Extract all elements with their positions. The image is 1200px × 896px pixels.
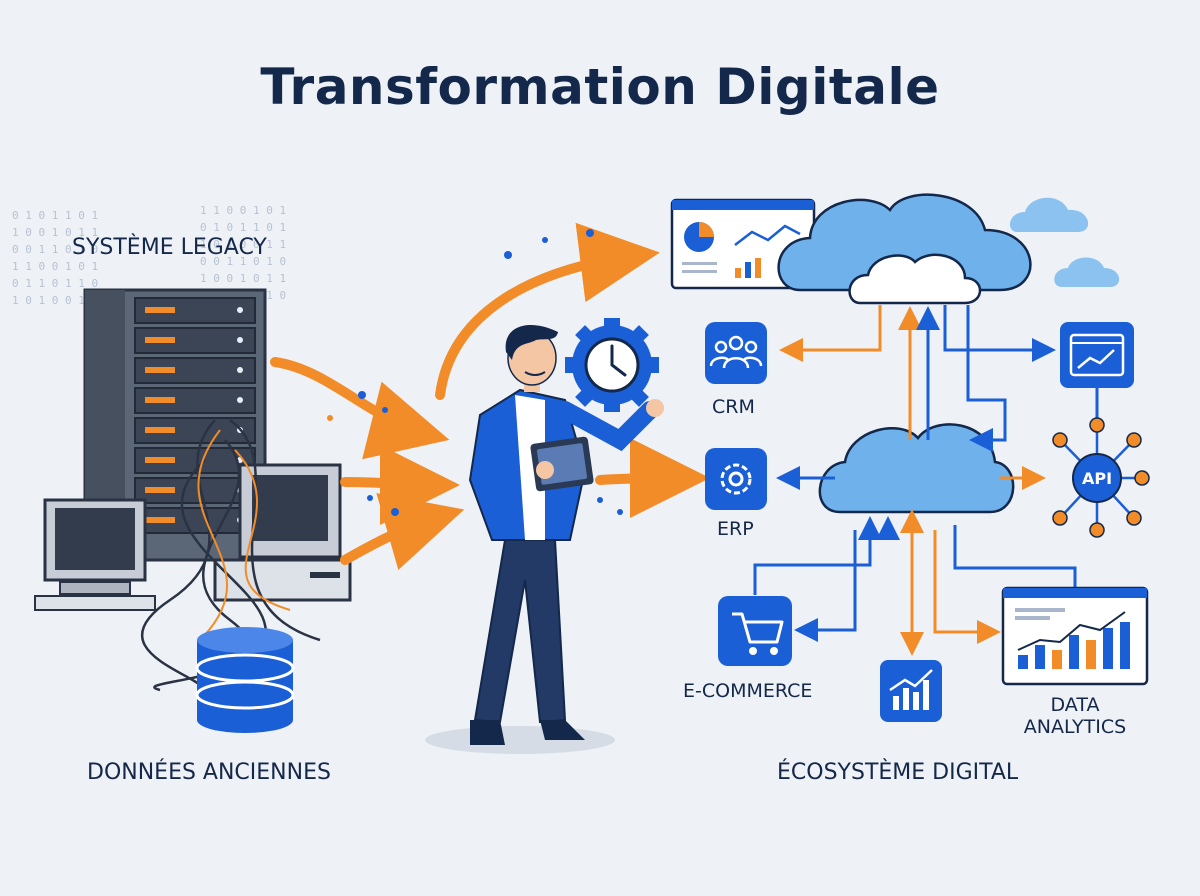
flow-particles <box>327 229 623 516</box>
connector-lines <box>753 305 1099 656</box>
analytics-small-icon <box>1060 322 1134 388</box>
erp-label: ERP <box>717 518 754 540</box>
api-label: API <box>1081 469 1113 488</box>
cloud-middle <box>818 423 1015 514</box>
page-title: Transformation Digitale <box>260 58 940 116</box>
ecommerce-label: E-COMMERCE <box>683 680 813 702</box>
crm-label: CRM <box>712 396 755 418</box>
legacy-system-label: SYSTÈME LEGACY <box>72 235 267 260</box>
gear-clock-icon <box>565 318 659 412</box>
legacy-data-label: DONNÉES ANCIENNES <box>87 760 331 785</box>
ecosystem-label: ÉCOSYSTÈME DIGITAL <box>777 760 1019 785</box>
crm-icon <box>705 322 767 384</box>
growth-chart-icon <box>880 660 942 722</box>
erp-icon <box>705 448 767 510</box>
flow-arrows-in <box>270 222 710 570</box>
ecommerce-icon <box>718 596 792 666</box>
tangled-cables-orange <box>197 429 291 641</box>
analytics-label-line1: DATA <box>1050 694 1100 716</box>
data-analytics-window <box>1001 586 1149 686</box>
database-icon <box>195 627 295 733</box>
legacy-monitor-left <box>34 498 156 611</box>
cloud-top <box>777 193 1032 305</box>
person-illustration <box>425 324 664 754</box>
api-network-icon <box>1052 417 1150 538</box>
cloud-decor-small <box>1009 197 1120 287</box>
analytics-label-line2: ANALYTICS <box>1023 716 1127 738</box>
